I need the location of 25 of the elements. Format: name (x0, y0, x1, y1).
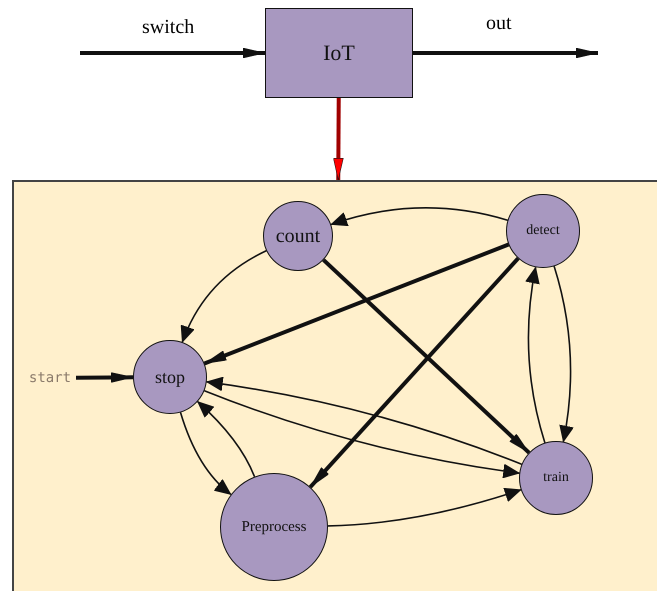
arrow (526, 266, 546, 443)
node-label: train (543, 470, 569, 486)
arrow (330, 207, 508, 228)
arrow (180, 412, 232, 496)
arrow (322, 258, 530, 454)
arrow (206, 376, 522, 465)
node-label: detect (526, 223, 560, 239)
arrow (308, 257, 520, 488)
arrow (204, 242, 510, 366)
node-label: stop (154, 366, 185, 388)
node-label: IoT (323, 40, 355, 66)
start-label: start (28, 370, 72, 386)
node-label: count (276, 224, 320, 248)
process-box (265, 8, 413, 98)
node-label: Preprocess (242, 518, 306, 536)
arrow (180, 250, 267, 342)
arrow (197, 401, 256, 477)
arrow (204, 390, 520, 478)
arrow (76, 372, 134, 383)
arrow (413, 48, 598, 58)
arrow (328, 487, 522, 527)
arrow (80, 48, 266, 58)
arrow (333, 98, 344, 180)
arrow (553, 266, 574, 442)
panel-background (12, 180, 657, 591)
